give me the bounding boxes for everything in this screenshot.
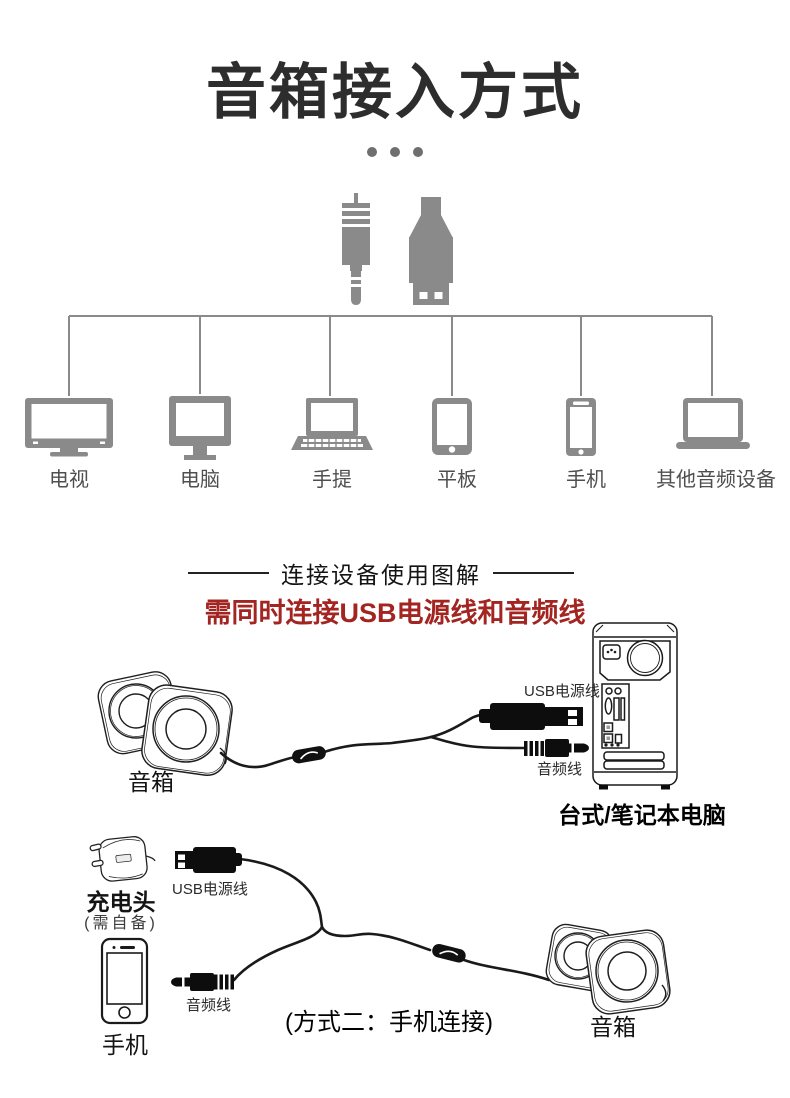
charger-note: (需自备) — [84, 915, 158, 932]
section-title: 连接设备使用图解 — [281, 562, 481, 588]
speaker-label: 音箱 — [128, 769, 174, 795]
device-label-tablet: 平板 — [437, 469, 477, 491]
right-rule — [493, 572, 574, 574]
desktop-monitor-icon — [169, 396, 231, 460]
usb-cable-label: USB电源线 — [524, 683, 600, 700]
usb-power-plug-icon — [175, 847, 242, 873]
smartphone-icon — [566, 398, 596, 456]
device-tree-lines — [68, 315, 713, 396]
phone-label: 手机 — [102, 1032, 148, 1058]
usb-power-plug-icon — [479, 703, 583, 730]
phone-outline-icon — [100, 937, 149, 1025]
charger-label: 充电头 — [86, 889, 156, 915]
usb-cable-label: USB电源线 — [172, 881, 248, 898]
other-audio-device-icon — [676, 398, 750, 449]
laptop-icon — [291, 398, 373, 450]
audio-cable-label: 音频线 — [537, 761, 583, 778]
device-label-phone: 手机 — [566, 469, 606, 491]
device-label-pc: 电脑 — [180, 469, 220, 491]
left-rule — [188, 572, 269, 574]
computer-label: 台式/笔记本电脑 — [558, 802, 726, 828]
usb-plug-icon — [409, 197, 453, 305]
device-label-tv: 电视 — [49, 469, 89, 491]
computer-tower-icon — [592, 622, 678, 790]
volume-control-icon — [432, 943, 466, 963]
method-caption: (方式二：手机连接) — [285, 1009, 493, 1036]
section-header: 连接设备使用图解 — [188, 556, 574, 590]
warning-text: 需同时连接USB电源线和音频线 — [204, 598, 586, 628]
audio-jack-icon — [342, 193, 370, 305]
device-label-other: 其他音频设备 — [656, 469, 776, 491]
speaker-label: 音箱 — [590, 1014, 636, 1040]
speaker-sketch-icon — [545, 923, 671, 1015]
ellipsis-dots-icon — [367, 147, 423, 157]
tv-icon — [25, 398, 113, 457]
tablet-icon — [432, 398, 472, 455]
speaker-sketch-icon — [97, 671, 233, 776]
phone-cable — [232, 857, 551, 982]
audio-cable-label: 音频线 — [186, 997, 232, 1014]
speaker-cable — [219, 713, 526, 769]
audio-jack-plug-icon — [524, 739, 589, 757]
device-label-laptop: 手提 — [312, 469, 352, 491]
charger-icon — [89, 836, 156, 882]
volume-control-icon — [292, 746, 326, 764]
page-title: 音箱接入方式 — [206, 59, 584, 126]
audio-jack-plug-icon — [171, 973, 234, 991]
